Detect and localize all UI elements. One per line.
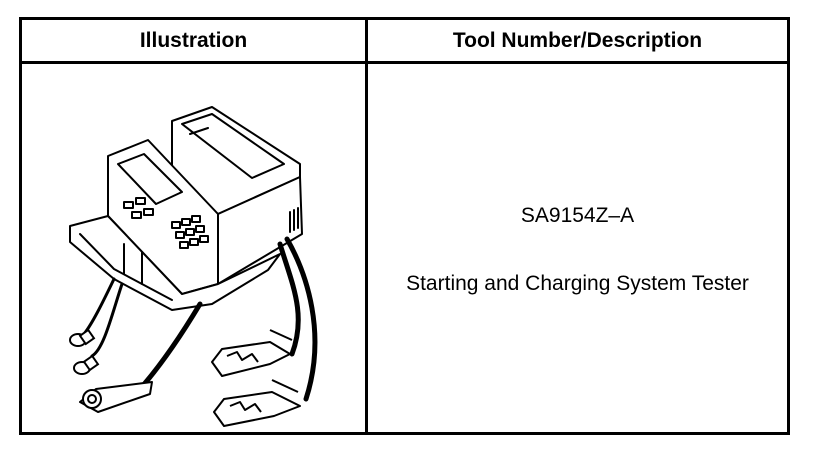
table-header-row: Illustration Tool Number/Description bbox=[22, 20, 787, 64]
tool-number-header: Tool Number/Description bbox=[452, 28, 703, 52]
column-divider bbox=[365, 20, 368, 432]
illustration-header: Illustration bbox=[139, 28, 248, 52]
tool-description-cell: SA9154Z–A Starting and Charging System T… bbox=[368, 64, 787, 432]
tool-table: Illustration Tool Number/Description bbox=[19, 17, 790, 435]
tool-number: SA9154Z–A bbox=[520, 204, 635, 227]
illustration-cell bbox=[22, 64, 365, 432]
tool-description: Starting and Charging System Tester bbox=[406, 272, 749, 295]
starting-charging-system-tester-icon bbox=[69, 106, 318, 427]
